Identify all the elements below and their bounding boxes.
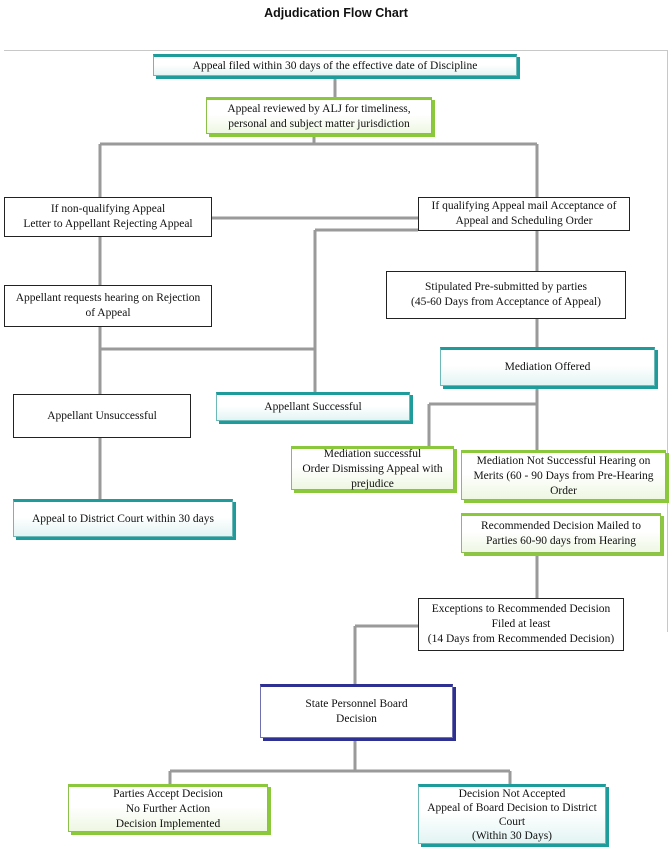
box-appeal-filed: Appeal filed within 30 days of the effec… [153,54,517,76]
box-text: Decision Implemented [115,817,221,830]
box-text: Stipulated Pre-submitted by parties [425,281,587,293]
box-non-qualifying-appeal: If non-qualifying Appeal Letter to Appel… [4,197,212,237]
box-text: Decision Not Accepted [458,788,566,800]
box-qualifying-appeal: If qualifying Appeal mail Acceptance of … [418,197,630,231]
box-text: personal and subject matter jurisdiction [228,117,410,130]
page-title: Adjudication Flow Chart [264,6,408,20]
box-text: State Personnel Board [305,698,408,710]
box-text: Merits (60 - 90 Days from Pre-Hearing [473,469,654,482]
box-text: Parties 60-90 days from Hearing [485,535,637,547]
box-stipulated-presubmitted: Stipulated Pre-submitted by parties (45-… [386,271,626,319]
box-text: Decision [336,713,377,725]
frame-top-line [4,50,668,51]
box-text: Mediation Not Successful Hearing on [476,454,651,467]
box-mediation-offered: Mediation Offered [440,347,655,386]
box-text: Recommended Decision Mailed to [480,520,641,532]
box-exceptions: Exceptions to Recommended Decision Filed… [418,598,624,651]
box-appeal-reviewed: Appeal reviewed by ALJ for timeliness, p… [206,97,432,134]
box-text: Exceptions to Recommended Decision [431,603,611,615]
box-text: Order Dismissing Appeal with [302,462,443,475]
box-text: (45-60 Days from Acceptance of Appeal) [411,296,601,308]
box-text: prejudice [351,477,394,490]
box-text: (Within 30 Days) [471,830,553,842]
box-text: Appellant Unsuccessful [47,409,157,422]
box-text: Appeal of Board Decision to District [427,802,597,814]
box-parties-accept-decision: Parties Accept Decision No Further Actio… [68,784,268,832]
box-text: No Further Action [125,802,211,815]
box-text: Mediation Offered [504,361,591,373]
box-mediation-successful: Mediation successful Order Dismissing Ap… [291,446,454,490]
box-text: If qualifying Appeal mail Acceptance of [431,200,617,212]
box-decision-not-accepted: Decision Not Accepted Appeal of Board De… [418,784,606,844]
box-hearing-request: Appellant requests hearing on Rejection … [4,285,212,327]
box-text: Appeal and Scheduling Order [455,215,593,227]
box-text: Appeal to District Court within 30 days [31,512,215,525]
box-text: Letter to Appellant Rejecting Appeal [23,218,193,230]
box-text: Appeal filed within 30 days of the effec… [192,59,478,72]
box-board-decision: State Personnel Board Decision [260,684,453,738]
box-appellant-unsuccessful: Appellant Unsuccessful [13,394,191,438]
box-text: Court [498,816,526,828]
box-district-court-appeal: Appeal to District Court within 30 days [13,499,233,537]
box-text: Appellant requests hearing on Rejection [15,292,201,304]
box-recommended-decision: Recommended Decision Mailed to Parties 6… [461,513,661,553]
box-text: If non-qualifying Appeal [50,203,166,215]
box-text: Appellant Successful [264,401,362,413]
box-text: Mediation successful [323,447,422,460]
box-text: (14 Days from Recommended Decision) [427,633,615,645]
box-text: of Appeal [85,307,131,319]
frame-right-line [667,50,668,632]
box-appellant-successful: Appellant Successful [216,392,410,421]
box-text: Appeal reviewed by ALJ for timeliness, [227,102,411,115]
box-text: Filed at least [491,618,551,630]
box-text: Order [550,484,577,497]
box-text: Parties Accept Decision [113,787,223,800]
box-mediation-not-successful: Mediation Not Successful Hearing on Meri… [461,450,666,500]
